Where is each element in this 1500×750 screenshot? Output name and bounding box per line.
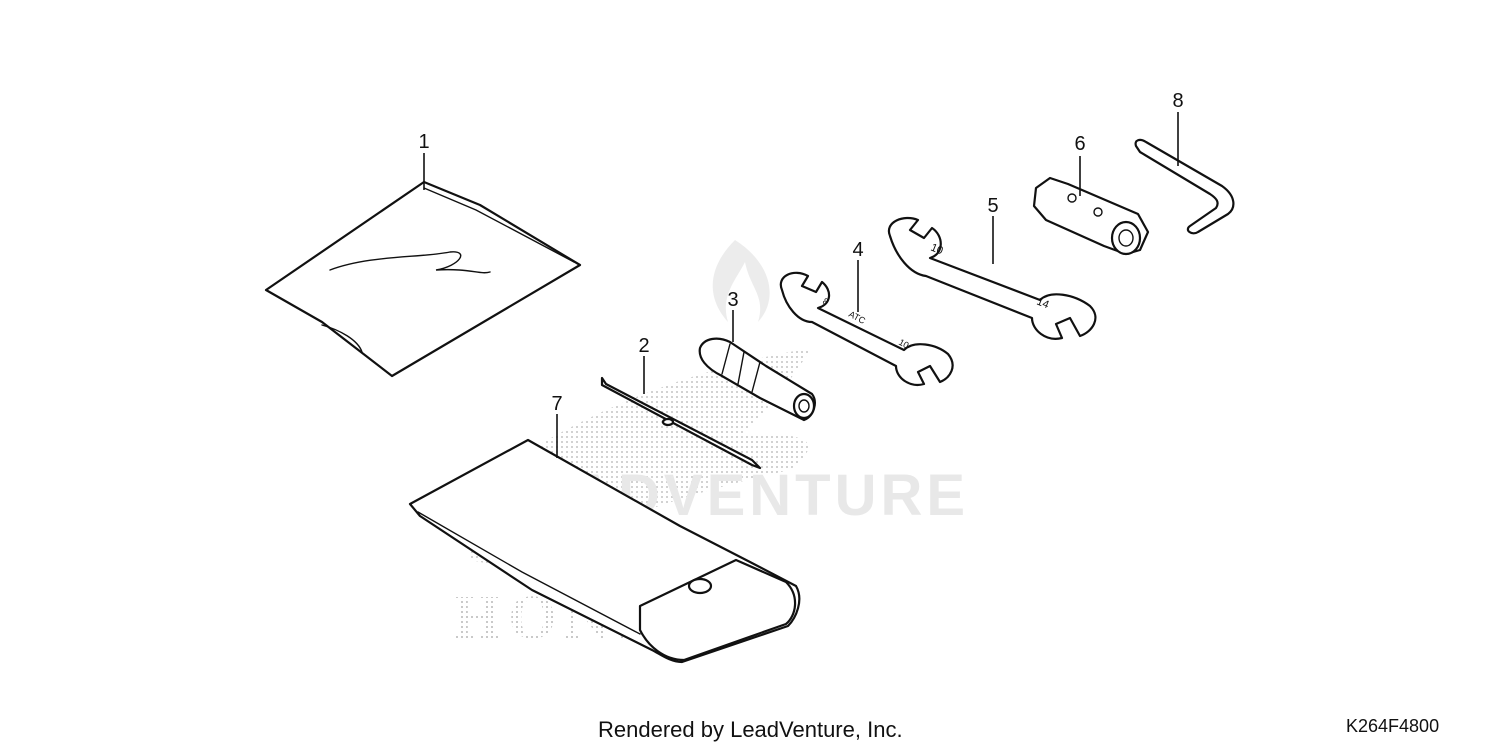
screwdriver-shaft-part xyxy=(600,356,762,470)
wrench-small-mark-10: 10 xyxy=(897,337,911,351)
callout-2: 2 xyxy=(638,335,649,357)
callout-4: 4 xyxy=(852,239,863,261)
wrench-large-mark-14: 14 xyxy=(1035,296,1051,312)
callout-6: 6 xyxy=(1074,133,1085,155)
wrench-small-part: 8 ATC 10 xyxy=(779,260,954,386)
callout-1: 1 xyxy=(418,131,429,153)
wrench-small-mark-8: 8 xyxy=(821,296,830,307)
hex-key-part xyxy=(1134,112,1235,235)
screwdriver-grip-part xyxy=(698,310,816,422)
watermark-flame-icon xyxy=(712,240,770,322)
callout-3: 3 xyxy=(727,289,738,311)
callout-5: 5 xyxy=(987,195,998,217)
wrench-large-part: 10 14 xyxy=(887,216,1097,340)
document-bag-part xyxy=(264,153,582,378)
footer-credit: Rendered by LeadVenture, Inc. xyxy=(598,717,903,742)
plug-wrench-part xyxy=(1032,156,1150,256)
diagram-code: K264F4800 xyxy=(1346,716,1440,736)
wrench-large-mark-10: 10 xyxy=(929,242,945,258)
callout-8: 8 xyxy=(1172,90,1183,112)
callout-7: 7 xyxy=(551,393,562,415)
tool-bag-part xyxy=(408,414,801,664)
